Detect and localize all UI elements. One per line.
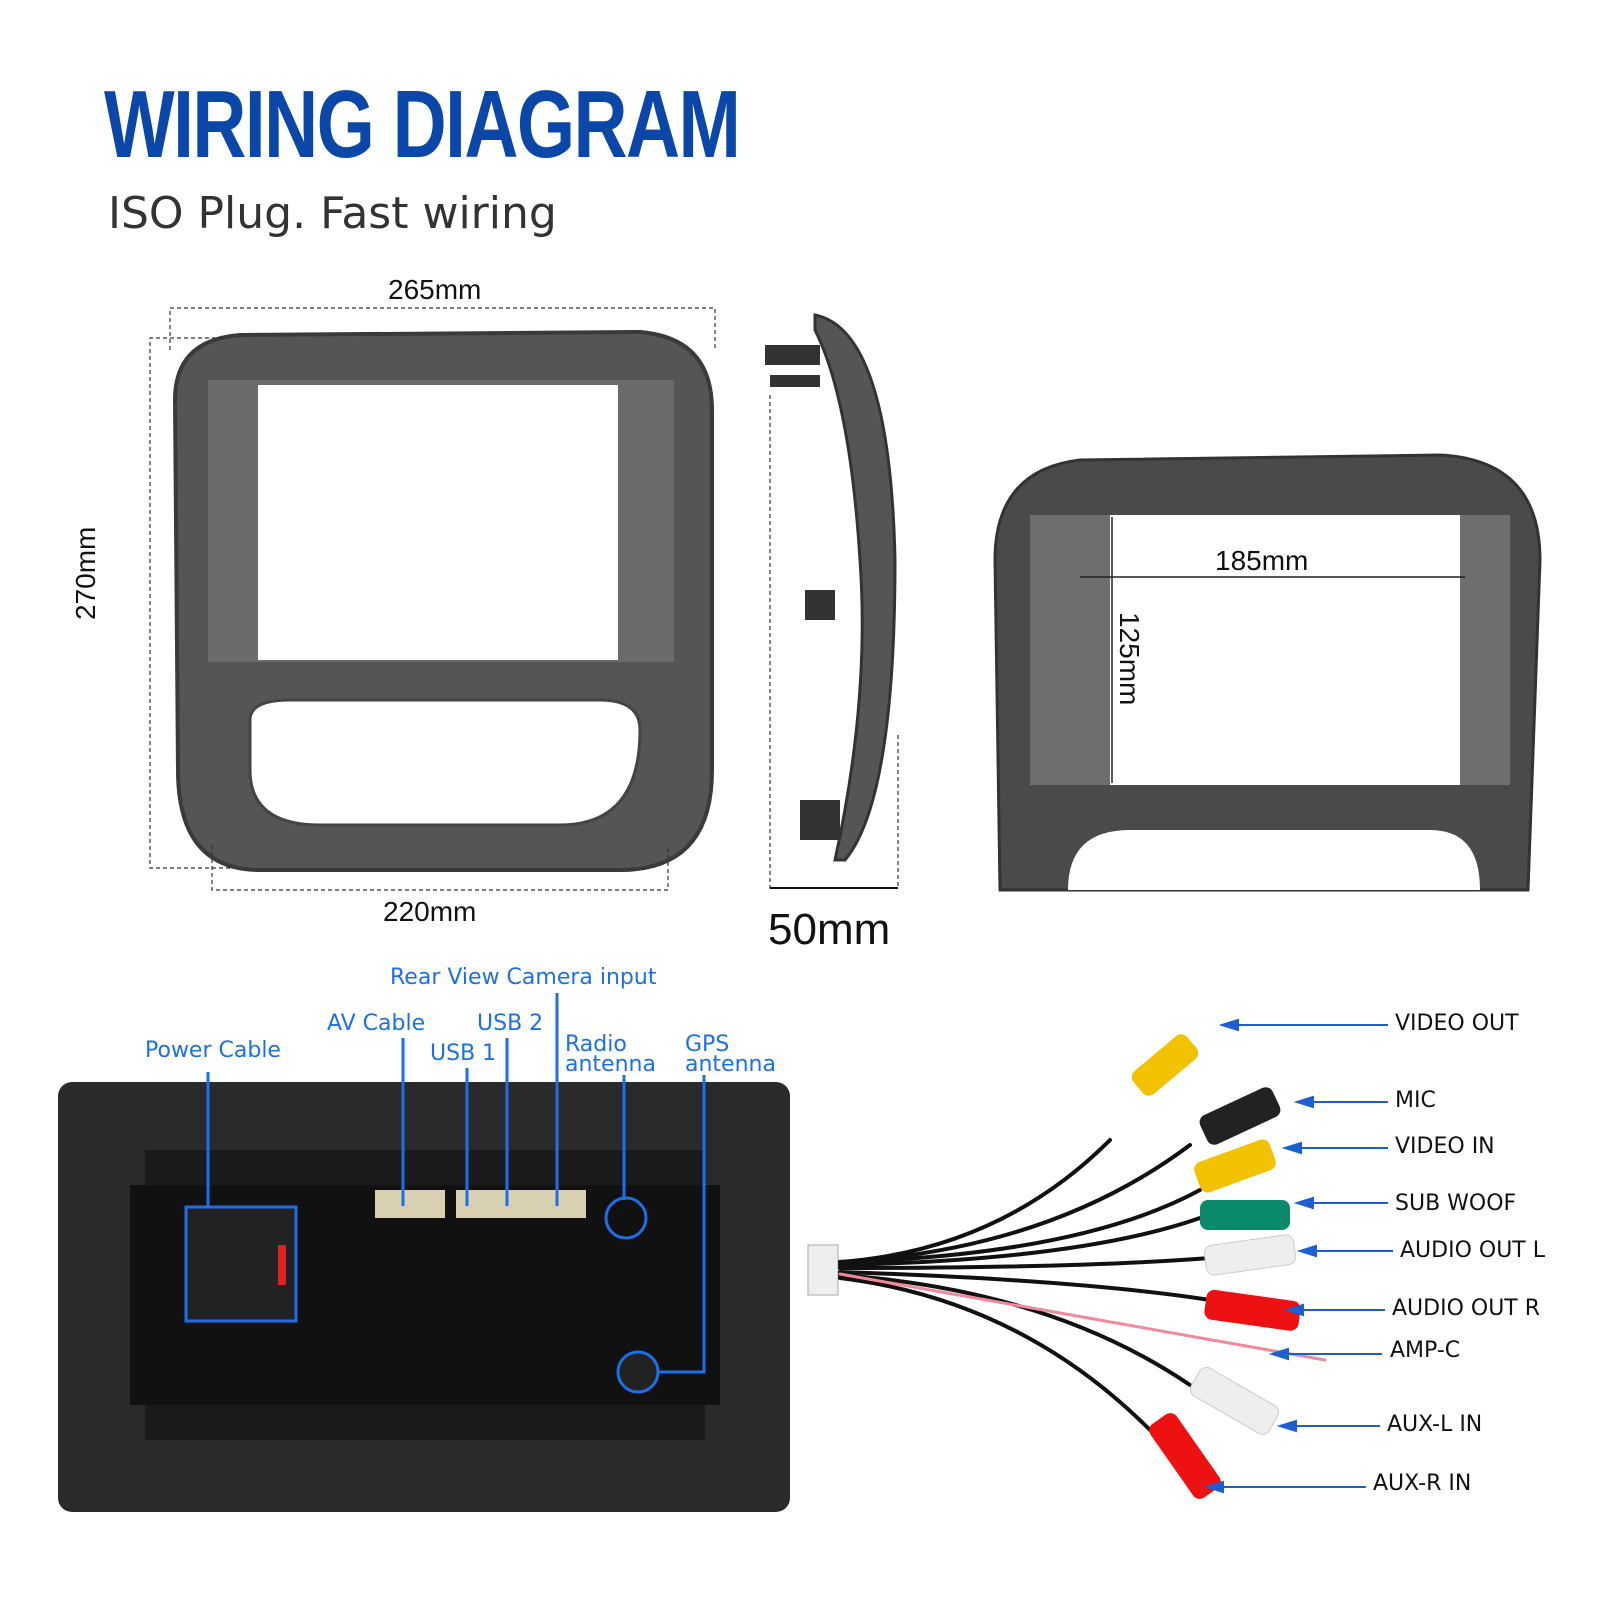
rca-label-aux-l-in: AUX-L IN (1387, 1412, 1483, 1437)
dimension-screen-width: 185mm (1215, 545, 1309, 576)
frame-side-view (765, 313, 899, 889)
dimension-height: 270mm (70, 526, 101, 620)
label-av-cable: AV Cable (327, 1011, 426, 1036)
rca-label-mic: MIC (1395, 1088, 1436, 1113)
page-title: WIRING DIAGRAM (104, 71, 741, 178)
rca-label-amp-c: AMP-C (1390, 1338, 1461, 1363)
label-usb1: USB 1 (430, 1041, 497, 1066)
rca-label-sub-woof: SUB WOOF (1395, 1191, 1517, 1216)
rca-label-video-in: VIDEO IN (1395, 1134, 1495, 1159)
rca-label-audio-out-l: AUDIO OUT L (1400, 1238, 1545, 1263)
front-dimension-lines (149, 307, 716, 891)
dimension-width-top: 265mm (388, 274, 482, 305)
dimension-width-bottom: 220mm (383, 896, 477, 927)
dimension-screen-height: 125mm (1114, 612, 1145, 706)
label-usb2: USB 2 (477, 1011, 544, 1036)
rca-label-audio-out-r: AUDIO OUT R (1392, 1296, 1541, 1321)
rca-label-video-out: VIDEO OUT (1395, 1011, 1519, 1036)
label-power-cable: Power Cable (145, 1038, 281, 1063)
frame-front-view (172, 329, 714, 872)
port-callout-lines (206, 993, 706, 1374)
rca-harness (807, 1034, 1327, 1499)
frame-rear-view (993, 453, 1542, 892)
rca-label-aux-r-in: AUX-R IN (1373, 1471, 1472, 1496)
page-subtitle: ISO Plug. Fast wiring (108, 188, 557, 239)
dimension-depth: 50mm (768, 905, 891, 954)
head-unit-back (58, 1082, 790, 1512)
label-radio-antenna: Radio antenna (565, 1032, 656, 1077)
label-rear-camera: Rear View Camera input (390, 965, 657, 990)
label-gps-antenna: GPS antenna (685, 1032, 776, 1077)
rca-arrows (1203, 1018, 1393, 1494)
